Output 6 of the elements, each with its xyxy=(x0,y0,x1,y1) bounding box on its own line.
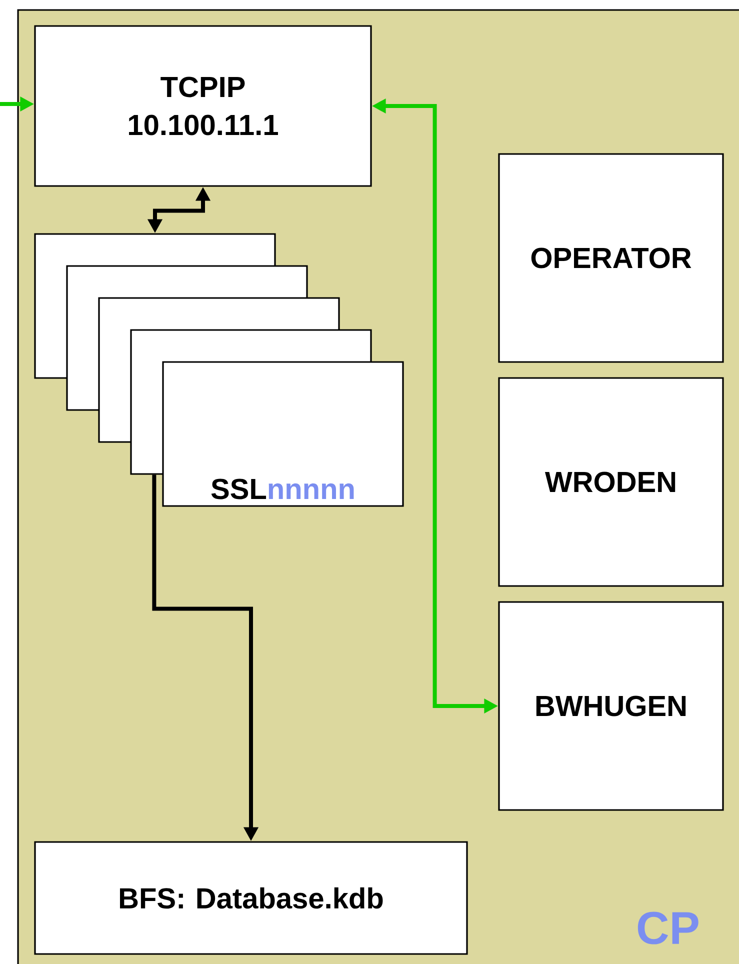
process-box: TCPIP 10.100.11.1 xyxy=(34,25,372,187)
process-box: BFS: Database.kdb xyxy=(34,841,468,955)
process-box: SSLnnnnn xyxy=(162,361,404,507)
process-box: WRODEN xyxy=(498,377,724,587)
process-box: OPERATOR xyxy=(498,153,724,363)
process-box: BWHUGEN xyxy=(498,601,724,811)
